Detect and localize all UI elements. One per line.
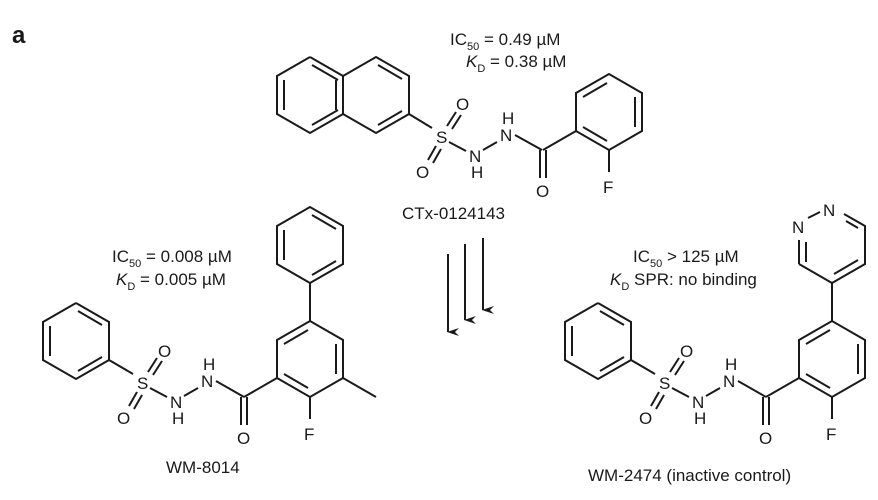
- svg-text:O: O: [158, 342, 171, 361]
- svg-text:N: N: [170, 393, 182, 412]
- right-kd: KD SPR: no binding: [610, 270, 757, 293]
- reaction-arrows: [447, 238, 494, 336]
- svg-text:N: N: [823, 201, 835, 220]
- svg-text:H: H: [203, 355, 215, 374]
- top-molecule: S O O N H N H O F: [276, 55, 643, 201]
- left-compound-name: WM-8014: [166, 458, 240, 477]
- svg-text:H: H: [471, 163, 483, 182]
- left-ic50: IC50 = 0.008 µM: [112, 247, 232, 270]
- svg-text:O: O: [237, 429, 250, 448]
- left-kd: KD = 0.005 µM: [116, 270, 226, 293]
- svg-text:O: O: [416, 163, 429, 182]
- svg-text:S: S: [436, 128, 447, 147]
- svg-text:N: N: [201, 372, 213, 391]
- svg-text:H: H: [694, 409, 706, 428]
- svg-text:S: S: [137, 374, 148, 393]
- svg-text:H: H: [172, 409, 184, 428]
- svg-text:O: O: [639, 409, 652, 428]
- svg-text:F: F: [826, 425, 836, 444]
- svg-text:F: F: [603, 178, 613, 197]
- svg-text:O: O: [759, 429, 772, 448]
- top-compound-name: CTx-0124143: [402, 204, 506, 223]
- right-ic50: IC50 > 125 µM: [633, 247, 739, 270]
- svg-text:N: N: [723, 372, 735, 391]
- top-kd: KD = 0.38 µM: [466, 52, 567, 75]
- svg-text:N: N: [469, 147, 481, 166]
- svg-text:N: N: [792, 218, 804, 237]
- svg-text:O: O: [680, 342, 693, 361]
- svg-text:H: H: [725, 355, 737, 374]
- svg-text:O: O: [536, 182, 549, 201]
- svg-text:F: F: [304, 425, 314, 444]
- svg-text:O: O: [456, 95, 469, 114]
- svg-text:H: H: [502, 109, 514, 128]
- left-molecule: S O O N H N H O F: [42, 205, 377, 448]
- svg-text:N: N: [692, 393, 704, 412]
- right-molecule: S O O N H N H O F N N: [564, 201, 866, 448]
- svg-text:N: N: [500, 126, 512, 145]
- panel-label: a: [12, 22, 26, 49]
- top-ic50: IC50 = 0.49 µM: [450, 30, 561, 53]
- svg-text:S: S: [659, 374, 670, 393]
- right-compound-name: WM-2474 (inactive control): [588, 466, 792, 485]
- svg-text:O: O: [117, 409, 130, 428]
